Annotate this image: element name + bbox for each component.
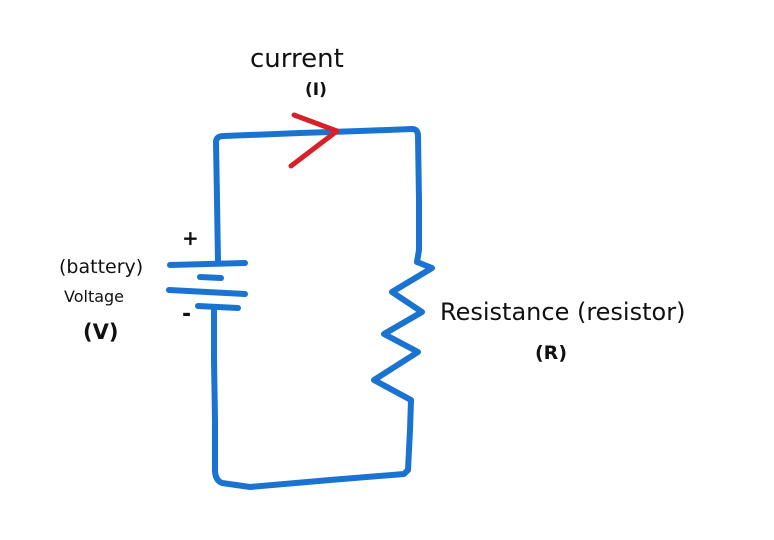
voltage-label: Voltage bbox=[64, 287, 125, 306]
wire-top-left bbox=[213, 126, 422, 265]
battery-plate-short-1 bbox=[197, 274, 224, 281]
minus-sign: - bbox=[182, 302, 192, 327]
battery-plate-short-2 bbox=[195, 303, 241, 311]
plus-sign: + bbox=[182, 226, 199, 250]
resistance-label: Resistance (resistor) bbox=[440, 298, 686, 326]
battery-plate-long-1 bbox=[167, 260, 248, 268]
resistance-symbol: (R) bbox=[535, 342, 567, 364]
battery-plate-long-2 bbox=[166, 287, 248, 297]
voltage-symbol: (V) bbox=[83, 320, 119, 344]
current-label: current bbox=[250, 44, 344, 74]
resistor-zigzag bbox=[371, 259, 435, 473]
wire-bottom bbox=[211, 305, 411, 490]
current-arrow-icon bbox=[288, 112, 340, 169]
battery-label: (battery) bbox=[59, 256, 144, 278]
current-symbol: (I) bbox=[305, 80, 327, 100]
